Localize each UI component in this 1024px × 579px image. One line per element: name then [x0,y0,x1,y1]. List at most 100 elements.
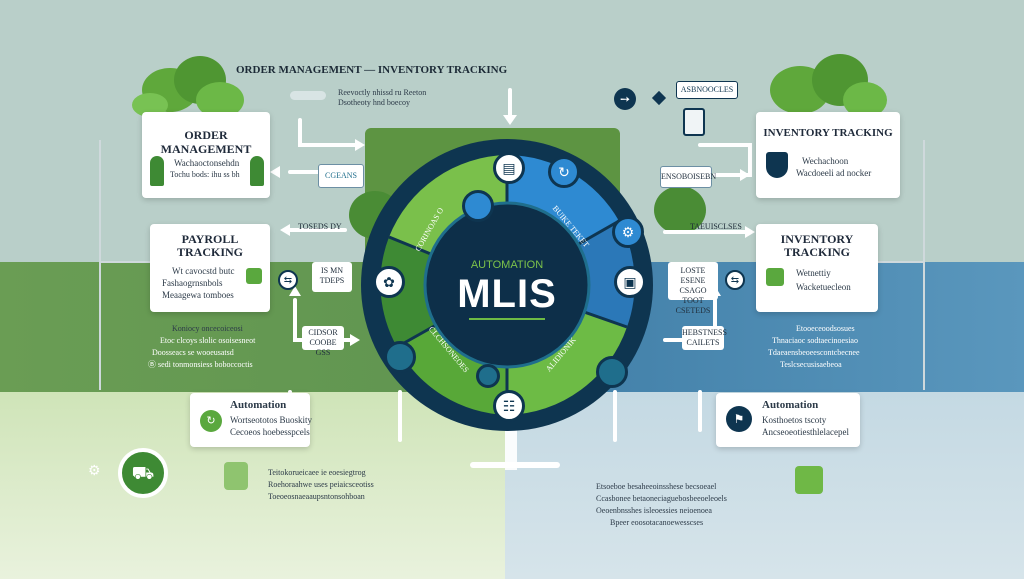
left-arrows-icon: ⇆ [278,270,298,290]
top-right-badge-label: ASBNOOCLES [680,85,734,94]
left-bottom-text-1: Teitokorueicaee ie eoesiegtrog [268,468,366,477]
automation-left-line-1: Wortseototos Buoskity [230,415,313,425]
inventory-mid-title-1: INVENTORY [780,232,854,246]
chair-icon [683,108,705,136]
order-management-title-1: ORDER [184,128,228,142]
ring-chip-icon: ▣ [614,266,646,298]
inventory-mid-line-2: Wacketuecleon [796,282,851,292]
payroll-title-2: TRACKING [176,245,243,259]
plant-top-left-icon [132,56,244,118]
inventory-mid-line-1: Wetnettiy [796,268,831,278]
right-mid-pill-line-2: CSAGO TOOT [679,286,707,305]
right-bottom-pill-line-2: CAILETS [686,338,720,347]
left-bottom-text-3: Toeoeosnaeaaupsntonsohboan [268,492,365,501]
ring-globe-icon [462,190,494,222]
bottom-left-gear-icon: ⚙ [88,462,101,478]
right-bottom-text-4: Bpeer eoosotacanoewesscses [610,518,704,527]
plant-top-right-icon [770,54,887,118]
order-management-title-2: MANAGEMENT [160,142,252,156]
header-sub-line-1: Reevoctly nhissd ru Reeton [338,88,427,97]
top-right-badge: ASBNOOCLES [676,81,738,99]
left-bottom-pill: CIDSOR COOBE GSS [302,326,344,357]
center-base-line [470,462,560,468]
ring-dot-icon-2 [596,356,628,388]
right-mid-pill-line-1: LOSTE ESENE [680,266,706,285]
right-small-label: TAEUISCLSES [690,222,742,231]
card-automation-left: ↻ Automation Wortseototos Buoskity Cecoe… [190,393,313,447]
left-mid-pill-line-2: TDEPS [319,276,345,285]
card-order-management: ORDER MANAGEMENT Wachaoctonsehdn Tochu b… [142,112,270,198]
right-mid-pill: LOSTE ESENE CSAGO TOOT CSETEDS [668,262,718,315]
automation-left-icon: ↻ [200,410,222,432]
automation-left-line-2: Cecoeos hoebesspcels [230,427,310,437]
center-title: MLIS [457,272,557,316]
ring-gear-icon: ⚙ [612,216,644,248]
left-bottom-text-2: Roehoraahwe uses peiaicsceotiss [268,480,374,489]
worker-icon-right [250,156,264,186]
ring-dot-icon-3 [476,364,500,388]
automation-right-icon: ⚑ [726,406,752,432]
payroll-line-3: Meaagewa tomboes [162,290,234,300]
automation-left-title: Automation [230,399,287,411]
payroll-line-1: Wt cavocstd butc [172,266,235,276]
inventory-top-title: INVENTORY TRACKING [763,127,893,139]
automation-right-title: Automation [762,399,819,411]
header-title-left: ORDER MANAGEMENT [236,64,362,76]
payroll-title-1: PAYROLL [181,232,239,246]
right-top-pill-label: ENSOBOISEBN [661,172,717,181]
left-top-label: CGEANS [318,164,364,188]
left-bottom-pill-line-1: CIDSOR [308,328,338,337]
order-management-line-2: Tochu bods: ihu ss bh [170,170,240,179]
ring-leaf-icon: ✿ [373,266,405,298]
automation-right-line-2: Ancseoeotiesthlelacepel [762,427,849,437]
header-pill-decoration [290,91,326,100]
ring-dot-icon-1 [384,341,416,373]
right-bottom-text-3: Oeoenbnsshes isleoessies neioenoea [596,506,712,515]
ring-refresh-icon: ↻ [548,156,580,188]
truck-badge-icon: ⛟ [118,448,168,498]
ring-document-icon: ▤ [493,152,525,184]
right-text-3: Tdaeaensbeoeescontcbecnee [768,348,860,357]
header-title: ORDER MANAGEMENT — INVENTORY TRACKING [236,64,507,76]
left-mid-pill: IS MN TDEPS [312,262,352,292]
right-bottom-pill: HEBSTNESS CAILETS [682,326,727,350]
header-sub-line-2: Dsotheoty hnd boecoy [338,98,410,107]
inventory-top-line-2: Wacdoeeli ad nocker [796,168,872,178]
shield-icon [766,152,788,178]
left-mid-pill-line-1: IS MN [320,266,343,275]
right-text-4: Teslcsecusisaebeoa [780,360,842,369]
automation-right-line-1: Kosthoetos tscoty [762,415,827,425]
right-bottom-text-2: Ccasbonee betaoneciaguebosbeeoeleoels [596,494,727,503]
header-title-separator: — [364,64,376,76]
right-bottom-pill-line-1: HEBSTNESS [682,328,727,337]
right-bottom-text-1: Etsoeboe besaheeoinsshese becsoeael [596,482,717,491]
left-top-label-text: CGEANS [324,171,357,180]
left-text-2: Etoc clcoys slolic osoisesneot [160,336,256,345]
central-ring [361,139,653,431]
left-text-3: Doosseacs se wooeusatsd [152,348,234,357]
inventory-mid-title-2: TRACKING [783,245,850,259]
compass-icon: ➙ [614,88,636,110]
order-management-line-1: Wachaoctonsehdn [174,158,240,168]
card-inventory-tracking-top: INVENTORY TRACKING Wechachoon Wacdoeeli … [756,112,900,198]
left-small-label: TOSEDS DY [298,222,342,231]
inventory-mid-icon [766,268,784,286]
worker-icon-left [150,156,164,186]
right-top-pill: ENSOBOISEBN [660,166,717,188]
center-kicker: AUTOMATION [470,259,544,271]
left-bottom-pill-line-2: COOBE GSS [309,338,337,357]
card-inventory-tracking-mid: INVENTORY TRACKING Wetnettiy Wacketuecle… [756,224,878,312]
right-text-1: Etooeceoodsosues [796,324,855,333]
ring-lock-icon: ☷ [493,390,525,422]
card-payroll-tracking: PAYROLL TRACKING Wt cavocstd butc Fashao… [150,224,270,312]
right-text-2: Thnaciaoc sodtaecinoesiao [772,336,858,345]
card-automation-right: ⚑ Automation Kosthoetos tscoty Ancseoeot… [716,393,860,447]
bottom-left-square-icon [224,462,248,490]
right-arrows-icon: ⇆ [725,270,745,290]
bottom-right-square-icon [795,466,823,494]
left-text-1: Koniocy oncecoiceosi [172,324,243,333]
header-title-right: INVENTORY TRACKING [377,64,508,76]
payroll-line-2: Fashaogrnsnbols [162,278,223,288]
right-mid-pill-line-3: CSETEDS [675,306,711,315]
payroll-card-icon [246,268,262,284]
